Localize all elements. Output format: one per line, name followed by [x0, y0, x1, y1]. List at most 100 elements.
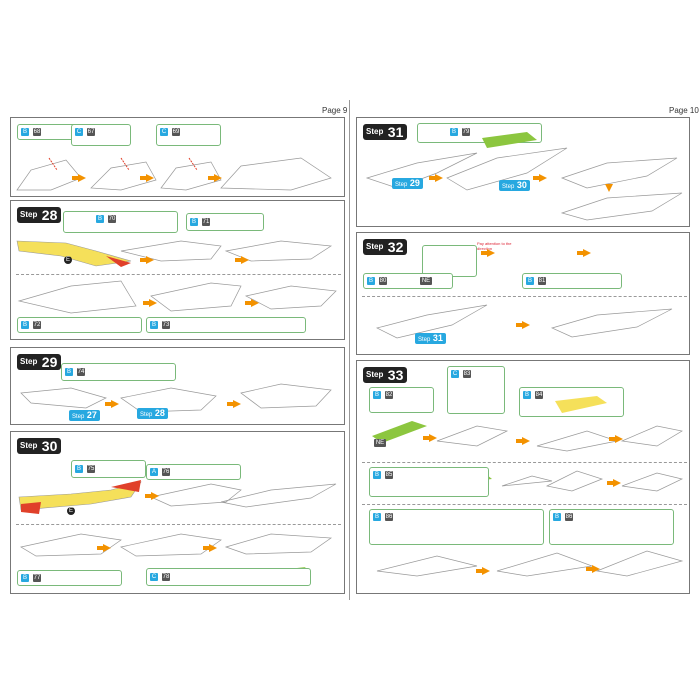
part-tag-b: B: [373, 471, 381, 479]
sub-step-divider: [16, 274, 341, 275]
next-arrow: [97, 544, 111, 552]
next-arrow: [516, 321, 530, 329]
part-tag-b: B: [367, 277, 375, 285]
next-arrow: [140, 256, 154, 264]
callout-c-78: C 78: [146, 568, 311, 586]
part-number-75: 75: [87, 465, 95, 473]
next-arrow: [245, 299, 259, 307]
step-badge-30: Step 30: [17, 438, 62, 454]
callout-a-76: A 76: [146, 464, 241, 480]
step-29-panel: Step 29 B 74 Step 27 Step 28: [10, 347, 345, 425]
step-reference-31: Step 31: [415, 333, 446, 344]
step-badge-28: Step 28: [17, 207, 62, 223]
part-number-81: 81: [538, 277, 546, 285]
part-number-76: 76: [162, 468, 170, 476]
callout-b-77: B 77: [17, 570, 122, 586]
callout-part-detail: [422, 245, 477, 277]
step-reference-30: Step 30: [499, 180, 530, 191]
page-number-left: Page 9: [322, 106, 348, 115]
step-29-drawings: [20, 383, 332, 413]
next-arrow: [143, 299, 157, 307]
part-number-70: 70: [108, 215, 116, 223]
step-32-drawings: [376, 304, 673, 339]
callout-c-69: C 69: [156, 124, 221, 146]
part-number-84: 84: [535, 391, 543, 399]
sub-step-divider: [362, 504, 687, 505]
step-badge-32: Step 32: [363, 239, 408, 255]
part-number-86: 86: [565, 513, 573, 521]
step-reference-27: Step 27: [69, 410, 100, 421]
callout-b-81: B 81: [522, 273, 622, 289]
callout-b-73: B 73: [146, 317, 306, 333]
part-tag-b: B: [526, 277, 534, 285]
part-number-72: 72: [33, 321, 41, 329]
part-tag-c: C: [160, 128, 168, 136]
page-number-right: Page 10: [669, 106, 699, 115]
part-tag-c: C: [451, 370, 459, 378]
part-tag-b: B: [373, 513, 381, 521]
next-arrow: [516, 437, 530, 445]
step-27-continued-panel: B 68 C 67 C 69: [10, 117, 345, 197]
part-tag-b: B: [190, 218, 198, 226]
part-number-69: 69: [172, 128, 180, 136]
part-tag-b: B: [75, 465, 83, 473]
step-33-panel: Step 33 B 82 C 83 B 84 NE B 85 B 86: [356, 360, 690, 594]
part-number-74: 74: [77, 368, 85, 376]
next-arrow: [609, 435, 623, 443]
next-arrow: [105, 400, 119, 408]
part-number-82: 82: [385, 391, 393, 399]
sub-step-divider: [16, 524, 341, 525]
part-tag-e: E: [64, 256, 72, 264]
next-arrow: [533, 174, 547, 182]
step-badge-29: Step 29: [17, 354, 62, 370]
direction-note: Pay attention to the direction: [477, 241, 512, 251]
step-reference-29: Step 29: [392, 178, 423, 189]
next-arrow: [586, 565, 600, 573]
part-number-78: 78: [162, 573, 170, 581]
callout-b-74: B 74: [61, 363, 176, 381]
part-number-77: 77: [33, 574, 41, 582]
callout-b-70: B 70: [63, 211, 178, 233]
next-arrow: [235, 256, 249, 264]
callout-b-75: B 75: [71, 460, 146, 478]
part-tag-b: B: [553, 513, 561, 521]
part-tag-b: B: [150, 321, 158, 329]
part-tag-b: B: [21, 128, 29, 136]
part-number-83: 83: [463, 370, 471, 378]
next-arrow: [203, 544, 217, 552]
callout-b-86: B 86: [369, 509, 544, 545]
part-tag-a: A: [150, 468, 158, 476]
part-tag-b: B: [21, 321, 29, 329]
step-28-panel: Step 28 B 70 B 71 E B 72 B 73: [10, 200, 345, 340]
part-number-85: 85: [385, 471, 393, 479]
next-arrow: [208, 174, 222, 182]
part-number-86: 86: [385, 513, 393, 521]
step-30-panel: Step 30 B 75 A 76 E B 77 C 78: [10, 431, 345, 594]
step-32-panel: Step 32 Pay attention to the direction B…: [356, 232, 690, 355]
next-arrow: [607, 479, 621, 487]
callout-c-83: C 83: [447, 366, 505, 414]
callout-b-72: B 72: [17, 317, 142, 333]
part-tag-b: B: [450, 128, 458, 136]
callout-c-67: C 67: [71, 124, 131, 146]
part-tag-b: B: [373, 391, 381, 399]
part-tag-c: C: [150, 573, 158, 581]
part-tag-b: B: [21, 574, 29, 582]
part-number-80: 80: [379, 277, 387, 285]
part-number-79: 79: [462, 128, 470, 136]
next-arrow: [481, 249, 495, 257]
part-number-73: 73: [162, 321, 170, 329]
step-badge-31: Step 31: [363, 124, 408, 140]
next-arrow: [72, 174, 86, 182]
part-tag-c: C: [75, 128, 83, 136]
sub-step-divider: [362, 296, 687, 297]
step-31-panel: Step 31 B 79 Step 29 Step 30: [356, 117, 690, 227]
callout-b-86-b: B 86: [549, 509, 674, 545]
callout-b-82: B 82: [369, 387, 434, 413]
step-badge-33: Step 33: [363, 367, 408, 383]
part-tag-b: B: [65, 368, 73, 376]
page-divider: [349, 100, 350, 600]
part-tag-ne: NE: [420, 277, 432, 285]
part-number-67: 67: [87, 128, 95, 136]
step-31-drawings: [365, 132, 683, 221]
